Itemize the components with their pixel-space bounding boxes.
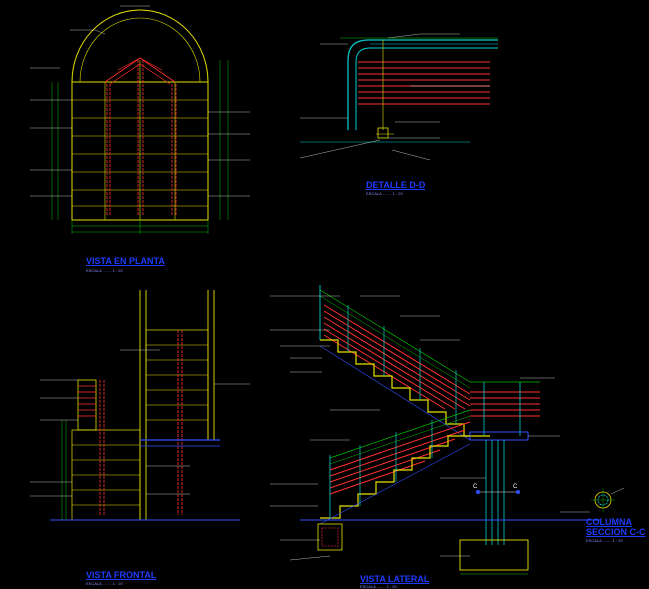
column-section-title: COLUMNA xyxy=(586,517,632,527)
lateral-view xyxy=(270,285,600,575)
plan-view-title: VISTA EN PLANTA xyxy=(86,256,165,266)
lateral-view-title: VISTA LATERAL xyxy=(360,574,430,584)
section-mark-left: C xyxy=(473,484,478,490)
plan-view xyxy=(30,5,250,234)
column-section-subtitle: SECCION C-C xyxy=(586,527,646,537)
detail-dd-view xyxy=(299,33,498,161)
detail-dd-title: DETALLE D-D xyxy=(366,180,426,190)
column-section xyxy=(560,487,625,513)
detail-dd-scale: ESCALA ........ 1 : 20 xyxy=(366,191,403,196)
column-section-scale: ESCALA ........ 1 : 20 xyxy=(586,538,623,543)
front-view xyxy=(30,290,250,521)
front-view-title: VISTA FRONTAL xyxy=(86,570,157,580)
lateral-view-scale: ESCALA ........ 1 : 20 xyxy=(360,584,397,589)
plan-view-scale: ESCALA ........ 1 : 20 xyxy=(86,268,123,273)
front-view-scale: ESCALA ........ 1 : 20 xyxy=(86,581,123,586)
section-mark-right: C xyxy=(513,484,518,490)
